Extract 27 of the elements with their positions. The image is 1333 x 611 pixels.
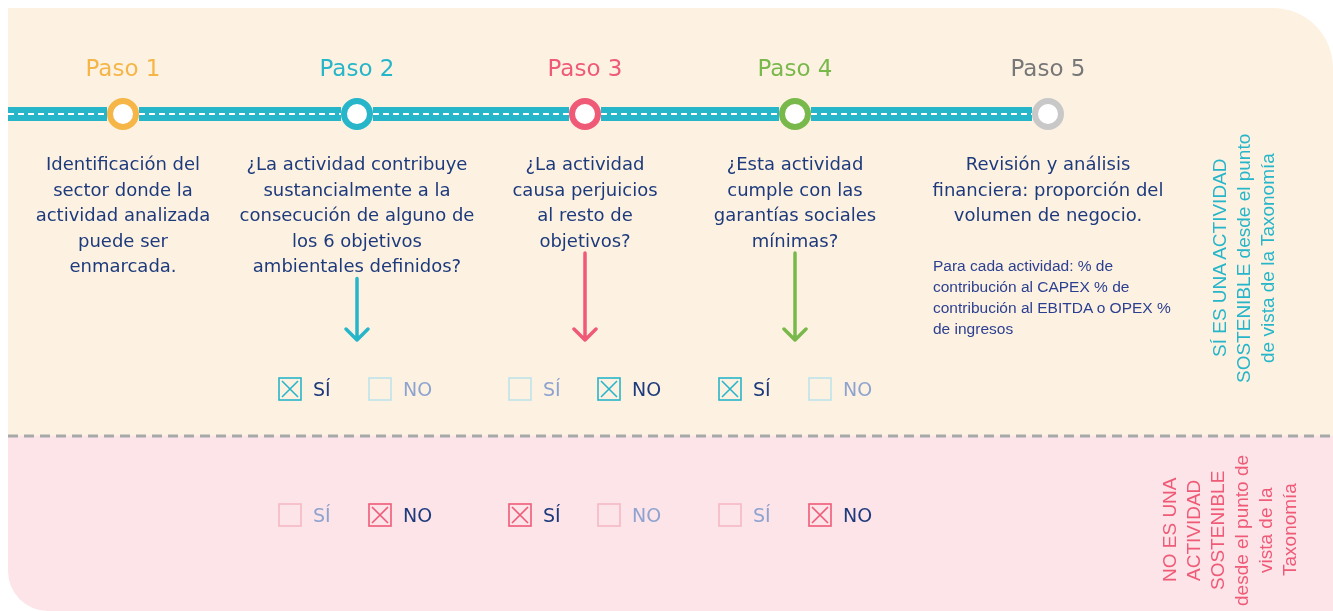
option-label: SÍ	[543, 503, 561, 527]
option-label: SÍ	[753, 377, 771, 401]
step-heading: Paso 5	[1009, 54, 1087, 83]
option-label: SÍ	[543, 377, 561, 401]
background-band	[8, 8, 1333, 436]
option-label: NO	[403, 503, 433, 527]
option-label: NO	[632, 377, 662, 401]
band-label: SÍ ES UNA ACTIVIDAD SOSTENIBLE desde el punto de vista de la Taxonomía	[1208, 132, 1279, 385]
step-heading: Paso 4	[756, 54, 834, 83]
option-label: NO	[843, 377, 873, 401]
option-label: NO	[403, 377, 433, 401]
step-description: Revisión y análisis financiera: proporción del volumen de negocio.	[931, 152, 1165, 227]
step-heading: Paso 2	[318, 54, 396, 83]
option-label: NO	[632, 503, 662, 527]
option-label: NO	[843, 503, 873, 527]
step-description: ¿La actividad causa perjuicios al resto de objetivos?	[511, 152, 659, 253]
option-label: SÍ	[313, 377, 331, 401]
step-heading: Paso 3	[546, 54, 624, 83]
background-band	[8, 436, 1333, 611]
step-description: ¿Esta actividad cumple con las garantías sociales mínimas?	[712, 152, 878, 253]
step-heading: Paso 1	[84, 54, 162, 83]
step-note: Para cada actividad: % de contribución al CAPEX % de contribución al EBITDA o OPEX % de ingresos	[933, 256, 1172, 339]
step-description: ¿La actividad contribuye sustancialmente a la consecución de alguno de los 6 objetivos ambientales definidos?	[238, 152, 476, 278]
band-label: NO ES UNA ACTIVIDAD SOSTENIBLE desde el punto de vista de la Taxonomía	[1158, 453, 1301, 608]
option-label: SÍ	[753, 503, 771, 527]
option-label: SÍ	[313, 503, 331, 527]
step-description: Identificación del sector donde la actividad analizada puede ser enmarcada.	[34, 152, 212, 278]
